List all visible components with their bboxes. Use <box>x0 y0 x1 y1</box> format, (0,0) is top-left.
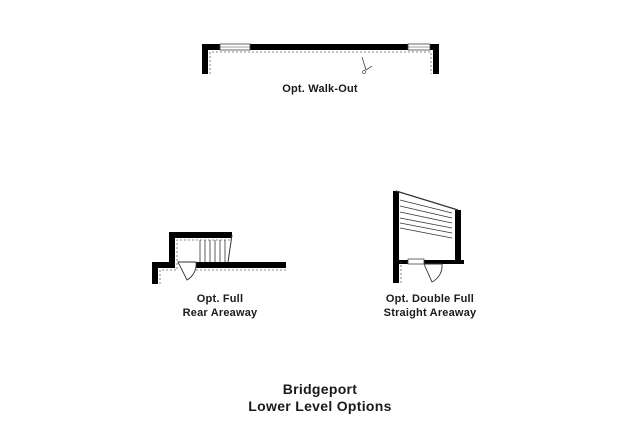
label-double-full-straight-areaway: Opt. Double Full Straight Areaway <box>383 293 477 319</box>
rear-areaway-plan <box>152 232 286 284</box>
title-subtitle: Lower Level Options <box>248 398 392 414</box>
rear-areaway-wall <box>152 232 232 284</box>
walkout-inner-dashed <box>209 51 432 74</box>
page-title: Bridgeport Lower Level Options <box>0 381 640 415</box>
walkout-wall <box>202 44 439 74</box>
walkout-plan <box>202 43 439 74</box>
straight-areaway-stairs <box>399 199 453 239</box>
rear-areaway-door <box>177 261 197 281</box>
straight-areaway-plan <box>393 190 464 283</box>
walkout-door-swing <box>361 56 373 71</box>
label-walk-out: Opt. Walk-Out <box>282 83 358 95</box>
rear-areaway-stairs <box>199 240 226 262</box>
label-full-rear-areaway: Opt. Full Rear Areaway <box>182 293 258 319</box>
title-name: Bridgeport <box>282 381 358 397</box>
straight-areaway-door <box>423 263 443 283</box>
